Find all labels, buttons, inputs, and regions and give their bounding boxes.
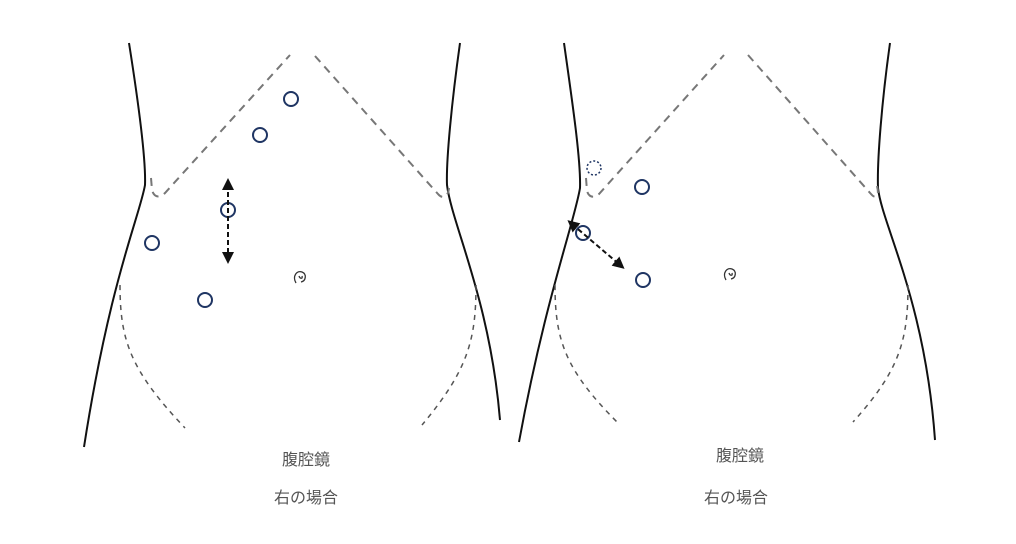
port-marker bbox=[197, 292, 213, 308]
body-outline-left bbox=[518, 42, 582, 443]
port-marker bbox=[635, 272, 651, 288]
right-panel-abdomen bbox=[518, 42, 936, 443]
lower-abdomen-line-left bbox=[852, 284, 909, 423]
costal-margin-right bbox=[585, 54, 725, 198]
costal-margin-right bbox=[150, 54, 291, 198]
port-marker bbox=[144, 235, 160, 251]
lower-abdomen-line-right bbox=[554, 284, 619, 424]
optional-port-marker bbox=[586, 160, 602, 176]
port-marker bbox=[252, 127, 268, 143]
port-marker bbox=[634, 179, 650, 195]
body-outline-right bbox=[876, 42, 936, 441]
panel-1-caption-line1: 腹腔鏡 bbox=[281, 450, 331, 469]
navel-icon bbox=[723, 267, 736, 281]
panel-2-caption-line1: 腹腔鏡 bbox=[715, 446, 765, 465]
body-outline-left bbox=[83, 42, 147, 448]
navel-icon bbox=[293, 270, 306, 284]
movement-arrow bbox=[567, 220, 625, 269]
port-marker bbox=[575, 225, 591, 241]
lower-abdomen-line-left bbox=[421, 284, 477, 426]
panel-1-caption-line2: 右の場合 bbox=[273, 488, 339, 507]
costal-margin-left bbox=[747, 54, 879, 198]
port-marker bbox=[283, 91, 299, 107]
left-panel-abdomen bbox=[83, 42, 501, 448]
panel-2-caption-line2: 右の場合 bbox=[703, 488, 769, 507]
body-outline-right bbox=[445, 42, 501, 421]
costal-margin-left bbox=[314, 55, 450, 198]
lower-abdomen-line-right bbox=[119, 284, 186, 429]
